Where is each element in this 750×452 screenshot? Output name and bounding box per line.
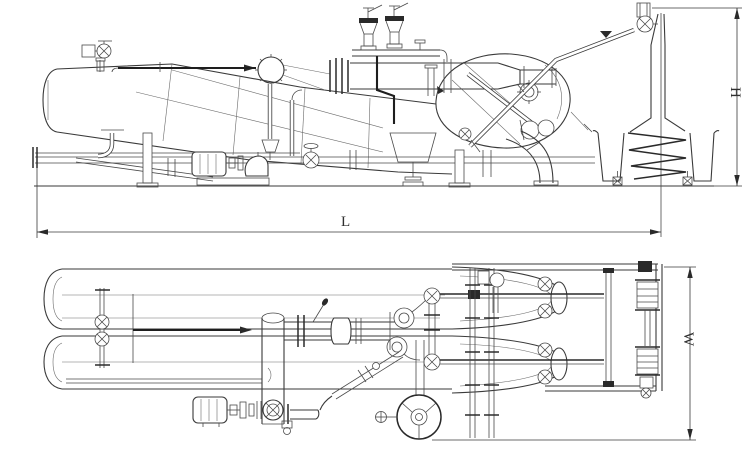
level-instrument-valve [81,40,112,72]
dimension-label-L: L [341,214,350,230]
dimension-annotations: L H W [36,7,743,441]
foundation-bracket-left [592,130,625,182]
exhaust-stack [592,2,720,237]
safety-valve-1 [359,4,383,51]
dimension-L: L [36,168,661,238]
safety-valve-2 [385,2,409,49]
diagonal-steam-pipes [466,27,635,148]
chamber-through-pipes [440,290,604,365]
bellows-unit-2 [635,346,660,376]
feed-pump-side [191,151,270,186]
top-fitting-cluster [477,263,506,313]
isolation-valves [94,288,134,368]
steam-drum-pipe [329,58,557,94]
header-frame [465,263,506,438]
wye-elbow-upper [393,307,415,329]
downcomer-pipe [261,84,303,160]
cylinder-upper [43,268,452,330]
dimension-label-W: W [680,332,696,347]
anchor-bolt-left [612,171,623,186]
safety-valve-manifold [352,2,448,124]
side-elevation-view [32,2,720,237]
butterfly-valve [302,143,320,169]
drain-valve-cluster [458,127,492,177]
duct-frame [452,261,663,399]
chamber-riser-pipe [424,64,444,96]
dome-chamber-upper [451,266,568,330]
bellows-unit-1 [635,279,660,311]
stack-damper-actuator [636,2,658,33]
valve-bonnet [520,120,540,140]
pump-motor-plan [192,396,228,424]
ash-hopper [389,132,437,187]
reducer-bellows [330,317,352,345]
support-column [142,132,153,184]
damper-handwheel [375,340,442,440]
pump-volute [244,155,269,177]
recirculation-pipe [281,351,404,435]
discharge-pipe [284,297,429,361]
wheel-side-fitting [375,411,397,423]
suction-pipe [66,326,262,384]
feed-pump-plan [192,396,284,427]
vessel-left-head [42,68,58,133]
suction-header [261,312,285,425]
plan-view [43,261,663,440]
vessel-bottom-edge [56,131,453,175]
dimension-label-H: H [727,87,743,98]
bottom-piping [32,127,595,188]
dimension-W: W [432,266,696,441]
dimension-H: H [652,7,743,187]
chamber-downpipe-elbow [505,130,559,186]
vessel-top-edge [56,63,437,105]
manhole-flange [230,54,331,91]
chamber-inlet-manifold [423,287,441,371]
pump-motor [191,151,227,177]
wye-elbow-lower [386,336,408,358]
anchor-bolt-right [682,171,693,186]
vessel-body [42,63,453,175]
foundation-bracket-right [689,130,720,182]
stack-break-zigzag [627,132,687,180]
cylinder-lower [43,335,452,390]
corner-valve [639,376,654,389]
